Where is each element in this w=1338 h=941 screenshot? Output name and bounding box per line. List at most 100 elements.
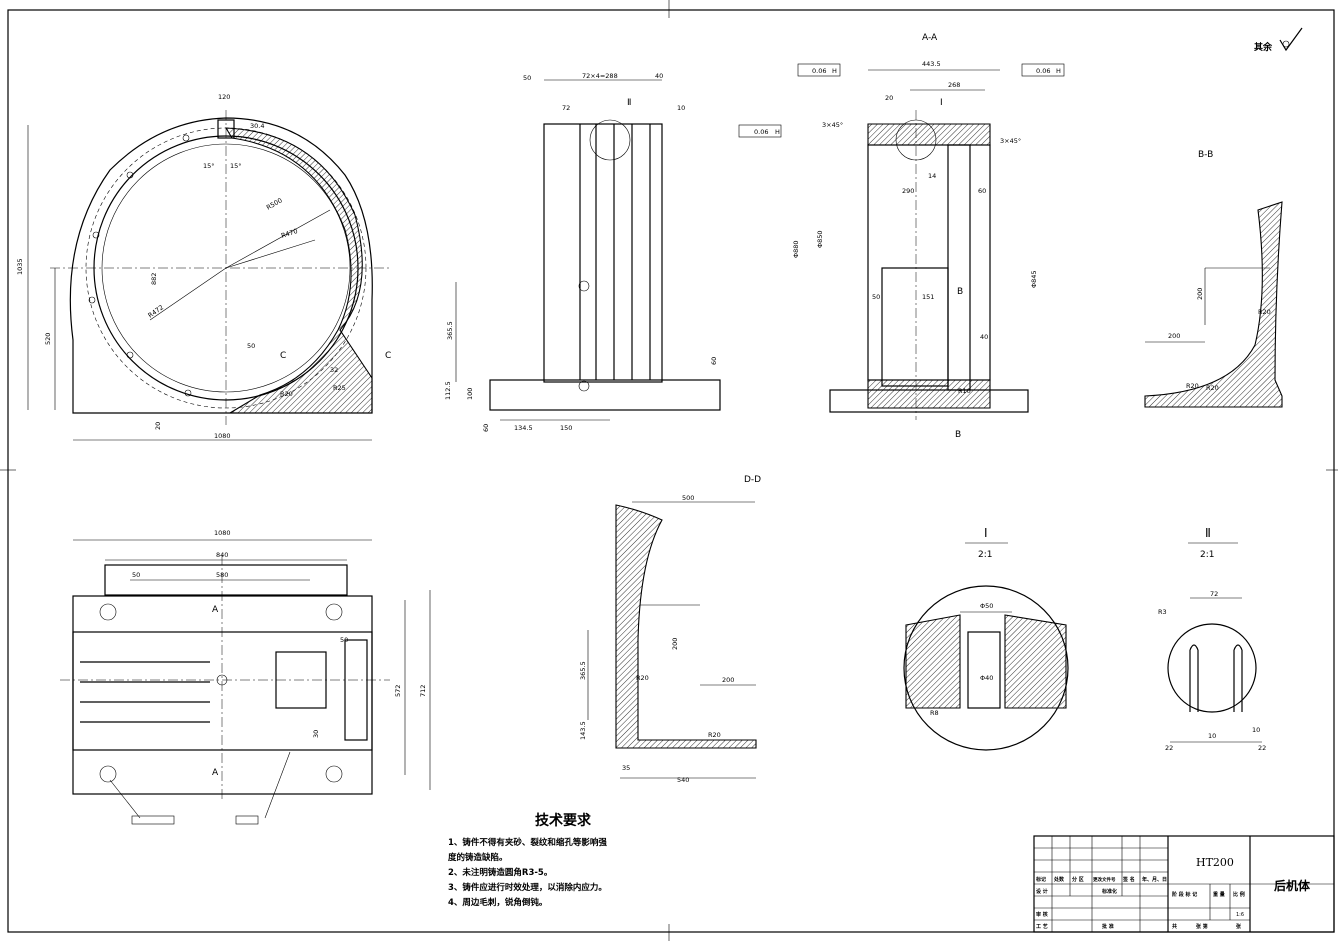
svg-text:A: A [212, 605, 219, 615]
svg-text:72: 72 [562, 104, 570, 112]
svg-text:40: 40 [980, 333, 988, 341]
svg-text:C: C [280, 351, 286, 361]
svg-text:15°: 15° [203, 162, 215, 170]
svg-text:1080: 1080 [214, 529, 231, 537]
svg-text:Φ50: Φ50 [980, 602, 993, 610]
svg-text:R500: R500 [265, 196, 284, 211]
svg-text:712: 712 [419, 685, 427, 697]
svg-text:更改文件号: 更改文件号 [1093, 876, 1116, 883]
svg-text:工 艺: 工 艺 [1036, 923, 1048, 930]
svg-text:阶 段 标 记: 阶 段 标 记 [1172, 891, 1197, 898]
svg-text:20: 20 [885, 94, 893, 102]
svg-text:200: 200 [1196, 288, 1204, 300]
svg-text:审 核: 审 核 [1036, 911, 1048, 918]
svg-text:B: B [955, 430, 961, 440]
svg-text:120: 120 [218, 93, 230, 101]
svg-text:设 计: 设 计 [1036, 888, 1048, 895]
svg-text:840: 840 [216, 551, 228, 559]
svg-text:572: 572 [394, 685, 402, 697]
svg-text:30: 30 [312, 730, 320, 738]
svg-text:3×45°: 3×45° [1000, 137, 1021, 145]
svg-text:40: 40 [655, 72, 663, 80]
svg-text:H: H [1056, 67, 1061, 75]
svg-text:32: 32 [330, 366, 338, 374]
svg-text:200: 200 [722, 676, 734, 684]
svg-text:22: 22 [1165, 744, 1173, 752]
svg-text:1080: 1080 [214, 432, 231, 440]
svg-text:60: 60 [978, 187, 986, 195]
svg-text:H: H [832, 67, 837, 75]
svg-text:R8: R8 [930, 709, 939, 717]
technical-requirements: 技术要求 1、铸件不得有夹砂、裂纹和缩孔等影响强 度的铸造缺陷。 2、未注明铸造… [448, 810, 678, 911]
svg-text:112.5: 112.5 [444, 381, 452, 400]
svg-text:Ⅰ: Ⅰ [984, 526, 988, 540]
svg-text:签 名: 签 名 [1122, 876, 1135, 883]
svg-text:3×45°: 3×45° [822, 121, 843, 129]
svg-text:100: 100 [466, 388, 474, 400]
svg-text:290: 290 [902, 187, 914, 195]
svg-text:D-D: D-D [744, 475, 761, 485]
detail-2-view: Ⅱ 2:1 72 R3 22 10 10 22 [1158, 526, 1266, 752]
section-d-d-view: D-D 500 200 200 365.5 143.5 35 540 R20 R… [579, 475, 761, 784]
svg-text:72×4=288: 72×4=288 [582, 72, 618, 80]
svg-text:0.06: 0.06 [754, 128, 768, 136]
front-view: 1035 1080 520 120 30.4 15° 15° R500 R470… [16, 93, 391, 441]
svg-text:0.06: 0.06 [812, 67, 826, 75]
detail-1-view: Ⅰ 2:1 Φ50 Φ40 R8 [903, 526, 1069, 751]
svg-text:1035: 1035 [16, 258, 24, 275]
note-line: 度的铸造缺陷。 [448, 853, 508, 863]
svg-text:365.5: 365.5 [579, 661, 587, 680]
note-line: 1、铸件不得有夹砂、裂纹和缩孔等影响强 [448, 838, 607, 848]
svg-text:443.5: 443.5 [922, 60, 941, 68]
svg-text:200: 200 [1168, 332, 1180, 340]
svg-text:22: 22 [1258, 744, 1266, 752]
svg-text:张 第: 张 第 [1196, 923, 1208, 930]
svg-text:2:1: 2:1 [978, 550, 992, 560]
svg-text:R470: R470 [280, 227, 299, 240]
svg-text:批 准: 批 准 [1102, 923, 1114, 930]
side-view: 50 72×4=288 40 10 72 365.5 112.5 100 60 … [444, 72, 721, 432]
svg-text:R20: R20 [280, 390, 293, 398]
svg-text:共: 共 [1172, 923, 1177, 930]
svg-text:张: 张 [1236, 923, 1242, 930]
svg-text:580: 580 [216, 571, 228, 579]
roughness-other-symbol: 其余 [1254, 27, 1303, 53]
svg-text:H: H [775, 128, 780, 136]
svg-text:R20: R20 [708, 731, 721, 739]
svg-text:R3: R3 [1158, 608, 1167, 616]
svg-text:A-A: A-A [922, 33, 938, 43]
svg-text:50: 50 [132, 571, 140, 579]
note-line: 4、周边毛刺，锐角倒钝。 [448, 898, 548, 908]
svg-text:Ⅱ: Ⅱ [627, 98, 631, 108]
svg-text:540: 540 [677, 776, 689, 784]
svg-text:10: 10 [1252, 726, 1260, 734]
svg-text:其余: 其余 [1254, 41, 1273, 53]
svg-text:365.5: 365.5 [446, 321, 454, 340]
svg-text:Φ40: Φ40 [980, 674, 993, 682]
svg-text:Ⅰ: Ⅰ [940, 98, 943, 108]
plan-view: 1080 840 580 50 572 712 50 30 A A [60, 529, 431, 825]
svg-text:R10: R10 [958, 387, 971, 395]
svg-text:10: 10 [677, 104, 685, 112]
svg-text:520: 520 [44, 333, 52, 345]
svg-text:50: 50 [340, 636, 348, 644]
svg-text:50: 50 [523, 74, 531, 82]
svg-text:882: 882 [150, 273, 158, 285]
svg-text:Φ845: Φ845 [1030, 270, 1038, 288]
svg-text:1:6: 1:6 [1236, 912, 1244, 918]
section-b-b-view: B-B 200 200 R20 R20 R20 [1144, 150, 1283, 408]
section-a-a-view: A-A 0.06 H 0.06 H 0.06 H 443.5 268 20 3×… [738, 33, 1065, 440]
svg-text:50: 50 [872, 293, 880, 301]
svg-text:60: 60 [482, 424, 490, 432]
svg-text:20: 20 [154, 422, 162, 430]
svg-text:14: 14 [928, 172, 936, 180]
svg-text:分 区: 分 区 [1072, 876, 1084, 883]
svg-text:R20: R20 [636, 674, 649, 682]
svg-text:比 例: 比 例 [1233, 891, 1245, 898]
svg-text:150: 150 [560, 424, 572, 432]
svg-text:C: C [385, 351, 391, 361]
svg-text:151: 151 [922, 293, 934, 301]
svg-text:A: A [212, 768, 219, 778]
svg-text:标准化: 标准化 [1101, 888, 1117, 895]
